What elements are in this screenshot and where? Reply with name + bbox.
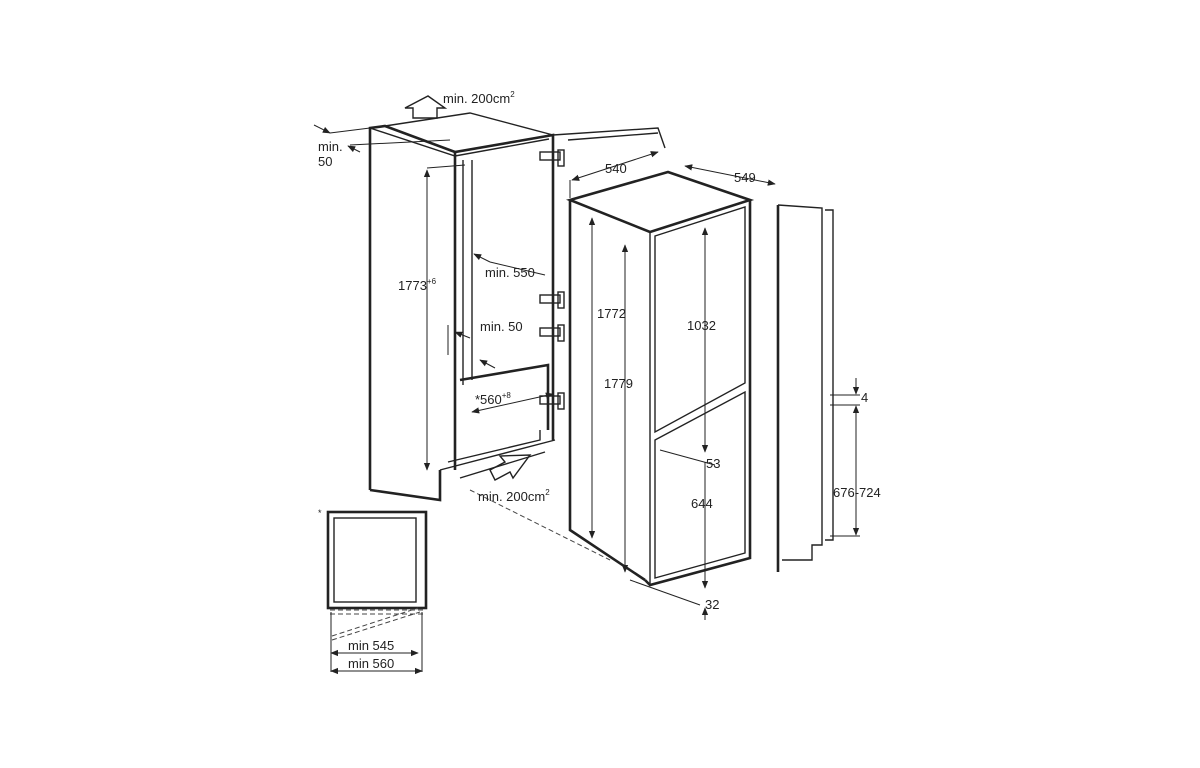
hinge-icon	[539, 291, 565, 309]
hinge-icon	[539, 149, 565, 167]
depth-549-label: 549	[734, 170, 756, 185]
fridge-appliance	[565, 170, 755, 587]
section-detail	[326, 510, 428, 675]
depth-min-50-label: min. 50	[480, 319, 523, 334]
niche-height-label: 1773+6	[398, 277, 437, 293]
depth-min-550-label: min. 550	[485, 265, 535, 280]
upper-door-1032-label: 1032	[687, 318, 716, 333]
min-560-label: min 560	[348, 656, 394, 671]
door-range-label: 676-724	[833, 485, 881, 500]
airflow-up-arrow-icon	[404, 95, 448, 119]
gap-53-label: 53	[706, 456, 720, 471]
min-545-label: min 545	[348, 638, 394, 653]
bottom-vent-label: min. 200cm2	[478, 488, 550, 504]
bottom-32-label: 32	[705, 597, 719, 612]
top-vent-label: min. 200cm2	[443, 90, 515, 106]
door-gap-4-label: 4	[861, 390, 868, 405]
gap-min-label: min.	[318, 139, 343, 154]
cabinet-niche	[368, 112, 666, 502]
height-1779-label: 1779	[604, 376, 633, 391]
hinge-icon	[539, 324, 565, 342]
lower-door-644-label: 644	[691, 496, 713, 511]
door-side-view	[776, 204, 834, 572]
width-540-label: 540	[605, 161, 627, 176]
gap-50-label: 50	[318, 154, 332, 169]
niche-width-label: *560+8	[475, 391, 511, 407]
airflow-in-arrow-icon	[489, 454, 532, 481]
height-1772-label: 1772	[597, 306, 626, 321]
asterisk-label: *	[318, 508, 322, 518]
